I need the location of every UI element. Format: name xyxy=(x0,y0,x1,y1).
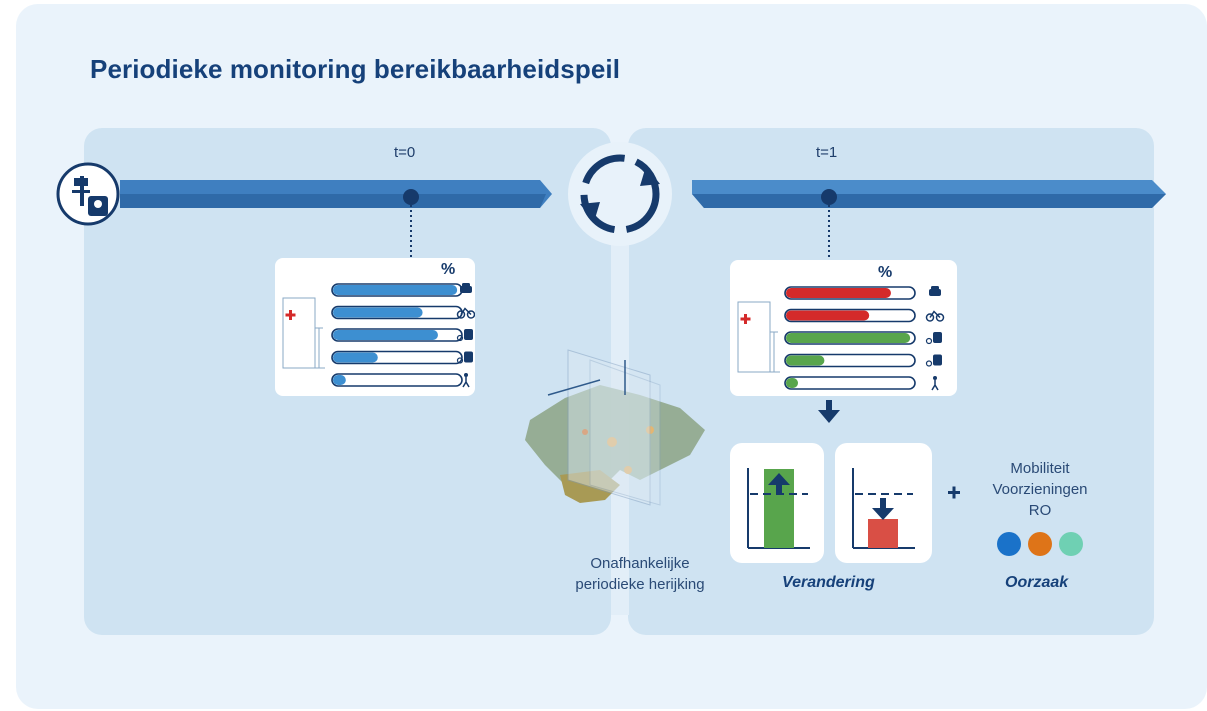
pedestrian-icon xyxy=(462,373,470,388)
netherlands-map-illustration xyxy=(525,349,705,506)
cause-label: Oorzaak xyxy=(1005,574,1069,591)
page-title: Periodieke monitoring bereikbaarheidspei… xyxy=(90,54,621,84)
cause-dot-ro xyxy=(1059,532,1083,556)
plus-icon xyxy=(948,486,960,499)
calibration-caption-line1: Onafhankelijke xyxy=(590,555,690,572)
timeline-marker-t0 xyxy=(403,189,419,205)
bar-fill-4 xyxy=(786,378,798,388)
bar-fill-3 xyxy=(786,355,825,366)
bar-fill-0 xyxy=(333,285,458,295)
card-graphics-t0 xyxy=(282,297,325,369)
percent-label: % xyxy=(441,261,456,278)
bar-fill-3 xyxy=(333,352,378,363)
calibration-caption: Onafhankelijke periodieke herijking xyxy=(540,553,740,595)
decrease-graphic xyxy=(852,468,915,549)
timeline-label-t0: t=0 xyxy=(394,144,416,161)
bar-group-t0 xyxy=(331,283,475,388)
timeline-right xyxy=(692,180,1166,208)
bicycle-icon xyxy=(925,310,945,322)
cause-dot-voorzieningen xyxy=(1028,532,1052,556)
bar-fill-2 xyxy=(786,333,911,343)
cause-dots xyxy=(997,532,1087,556)
bar-fill-4 xyxy=(333,375,346,385)
bar-fill-0 xyxy=(786,288,891,298)
car-icon xyxy=(460,283,472,293)
bar-track-4 xyxy=(331,373,463,387)
cause-list: Mobiliteit Voorzieningen RO xyxy=(975,458,1105,521)
increase-graphic xyxy=(747,468,810,549)
hospital-icon-t1 xyxy=(737,301,780,373)
percent-label-t1: % xyxy=(878,264,893,281)
bar-group-t1 xyxy=(784,286,945,391)
accessibility-card-t1: % xyxy=(730,260,957,396)
accessibility-card-t0: % xyxy=(275,258,475,396)
walk-train-icon xyxy=(925,354,942,367)
car-icon xyxy=(929,286,941,296)
arrow-up-icon xyxy=(768,473,790,495)
arrow-down-small-icon xyxy=(872,498,894,520)
cause-item-mobiliteit: Mobiliteit xyxy=(1010,460,1070,477)
cause-item-voorzieningen: Voorzieningen xyxy=(992,481,1088,498)
location-sign-icon xyxy=(56,162,120,226)
cause-item-ro: RO xyxy=(1028,502,1052,519)
hospital-icon xyxy=(282,297,325,369)
change-box-decrease xyxy=(835,443,932,563)
bar-fill-2 xyxy=(333,330,438,340)
bar-fill-1 xyxy=(786,310,870,321)
change-label: Verandering xyxy=(782,574,875,591)
calibration-caption-line2: periodieke herijking xyxy=(575,576,705,593)
cause-dot-mobiliteit xyxy=(997,532,1021,556)
change-box-increase xyxy=(730,443,824,563)
bar-fill-1 xyxy=(333,307,423,318)
timeline-marker-t1 xyxy=(821,189,837,205)
timeline-left xyxy=(120,180,552,208)
timeline-label-t1: t=1 xyxy=(816,144,838,161)
walk-train-icon xyxy=(456,351,473,364)
arrow-down-icon xyxy=(818,400,840,423)
pedestrian-icon xyxy=(931,376,939,391)
card-graphics-t1 xyxy=(737,301,780,373)
bicycle-icon xyxy=(456,307,475,319)
bar-track-4 xyxy=(784,376,916,390)
bike-train-icon xyxy=(456,329,473,342)
bike-train-icon xyxy=(925,332,942,345)
